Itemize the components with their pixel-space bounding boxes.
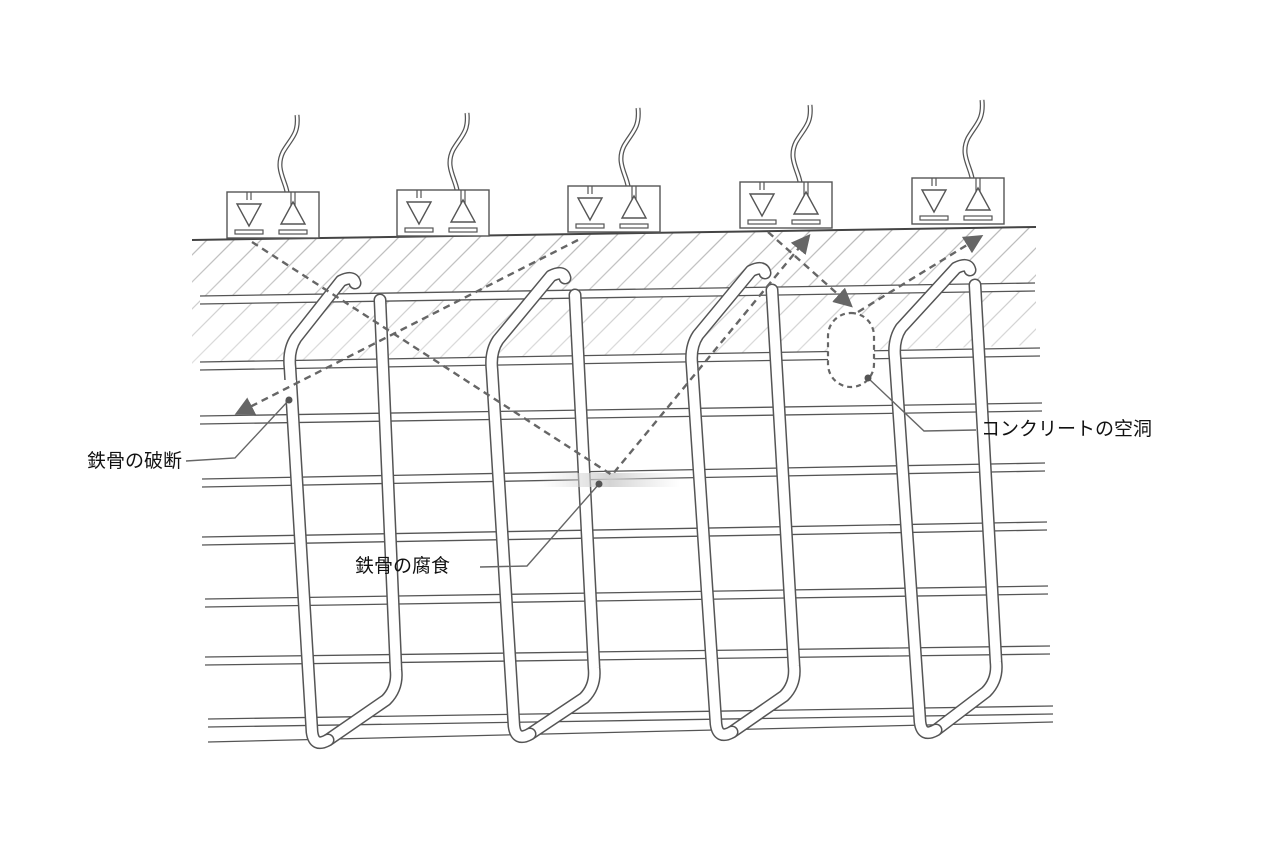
ultrasonic-sensor — [567, 107, 661, 233]
concrete-void — [826, 311, 876, 389]
ultrasonic-sensor — [396, 112, 490, 237]
up-triangle-icon — [279, 200, 307, 225]
hatch-line — [1174, 220, 1280, 380]
stirrup — [283, 271, 403, 750]
horizontal-rebar — [199, 282, 1036, 305]
ultrasonic-wave-paths — [234, 231, 984, 477]
hatch-line — [1066, 220, 1226, 380]
stirrup — [485, 266, 601, 744]
hatch-line — [192, 227, 201, 370]
down-triangle-icon — [920, 189, 948, 214]
ultrasonic-sensor — [226, 114, 320, 239]
leader-lines — [185, 377, 977, 568]
up-triangle-icon — [964, 186, 992, 211]
corrosion-zone — [540, 473, 680, 487]
wave-path — [234, 238, 579, 415]
horizontal-rebar — [201, 521, 1048, 546]
leader-void — [867, 377, 977, 432]
horizontal-rebar — [199, 402, 1043, 425]
down-triangle-icon — [405, 201, 433, 226]
up-triangle-icon — [620, 194, 648, 219]
wave-path — [767, 231, 853, 308]
hatch-line — [1039, 220, 1199, 380]
label-concrete-void: コンクリートの空洞 — [981, 418, 1153, 440]
hatch-line — [1120, 220, 1280, 380]
leader-dots — [285, 374, 872, 488]
down-triangle-icon — [235, 203, 263, 228]
horizontal-rebar — [204, 645, 1051, 666]
stirrup — [888, 258, 1003, 740]
hatch-line — [1147, 220, 1280, 380]
rebar-break-marker — [280, 380, 296, 400]
ultrasonic-sensors — [226, 99, 1005, 239]
leader-corrosion — [479, 483, 600, 568]
up-triangle-icon — [449, 198, 477, 223]
horizontal-rebar-edge — [207, 721, 1054, 743]
stirrup-rebars — [283, 258, 1003, 750]
label-rebar-break: 鉄骨の破断 — [86, 450, 182, 472]
hatch-line — [1093, 220, 1253, 380]
down-triangle-icon — [576, 197, 604, 222]
concrete-surface-line — [191, 226, 1037, 241]
stirrup — [685, 261, 801, 742]
ultrasonic-sensor — [911, 99, 1005, 225]
down-triangle-icon — [748, 193, 776, 218]
leader-break — [185, 399, 290, 462]
horizontal-rebar — [204, 585, 1049, 608]
label-rebar-corrosion: 鉄骨の腐食 — [355, 555, 451, 577]
ultrasonic-sensor — [739, 104, 833, 229]
up-triangle-icon — [792, 190, 820, 215]
